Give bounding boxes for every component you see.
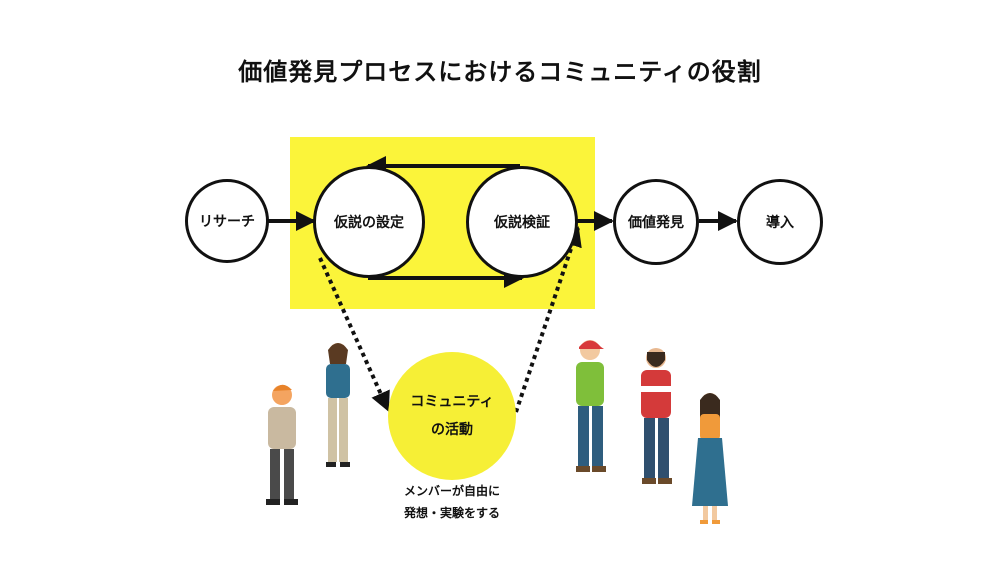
node-hypothesis-testing-label: 仮説検証 [494, 215, 550, 231]
node-introduction-label: 導入 [766, 215, 794, 231]
node-hypothesis-testing: 仮説検証 [466, 166, 578, 278]
node-research: リサーチ [185, 179, 269, 263]
node-research-label: リサーチ [199, 214, 255, 230]
community-note: メンバーが自由に 発想・実験をする [380, 480, 524, 524]
community-note-line1: メンバーが自由に [403, 484, 500, 498]
person-bearded-man [641, 348, 672, 484]
community-note-line2: 発想・実験をする [403, 506, 500, 520]
dotted-arrow-from-community [514, 226, 582, 413]
community-label-line2: の活動 [431, 422, 473, 438]
person-phone-woman [326, 343, 350, 467]
person-orange-hair [266, 384, 298, 505]
community-label-line1: コミュニティ [410, 394, 494, 410]
person-red-cap [576, 340, 606, 472]
person-woman-dress [692, 393, 728, 524]
dotted-arrow-to-community [318, 257, 390, 412]
node-value-discovery-label: 価値発見 [628, 215, 684, 231]
node-hypothesis-setting: 仮説の設定 [313, 166, 425, 278]
node-introduction: 導入 [737, 179, 823, 265]
community-activity-circle: コミュニティ の活動 [388, 352, 516, 480]
diagram-title: 価値発見プロセスにおけるコミュニティの役割 [238, 58, 762, 86]
node-hypothesis-setting-label: 仮説の設定 [334, 215, 404, 231]
node-value-discovery: 価値発見 [613, 179, 699, 265]
